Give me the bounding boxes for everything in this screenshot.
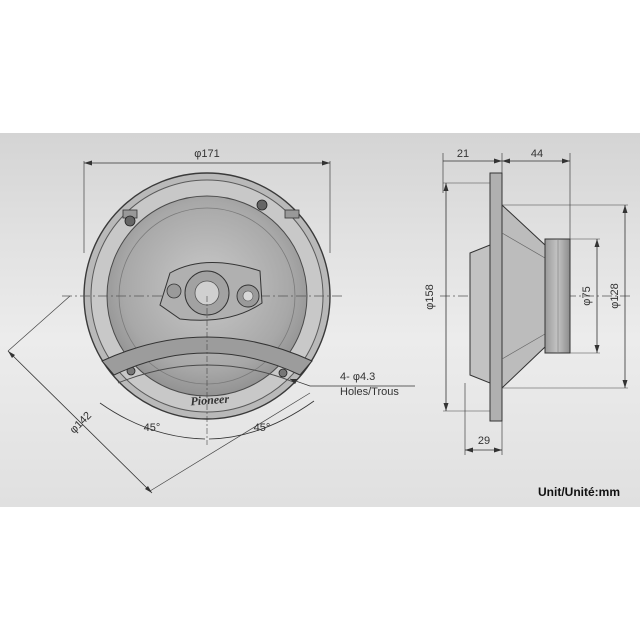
- dim-label-flange-depth: 21: [457, 148, 469, 160]
- side-magnet: [544, 238, 571, 354]
- side-basket: [501, 203, 546, 390]
- dim-line-142: [7, 350, 153, 494]
- dim-label-mount-depth: 29: [478, 435, 490, 447]
- dim-label-cutout-diameter: φ158: [424, 284, 436, 310]
- mount-tab-top-right: [284, 209, 300, 219]
- dim-label-magnet-depth: 44: [531, 148, 543, 160]
- side-tweeter-dome: [242, 290, 254, 302]
- dim-label-basket-diameter: φ128: [609, 283, 621, 309]
- dim-label-angle-right: 45°: [254, 422, 271, 434]
- dim-label-outer-diameter: φ171: [194, 148, 220, 160]
- speaker-dimension-drawing: Pioneer φ171 φ142 45° 45° 4- φ4.3 Holes/…: [7, 148, 630, 494]
- screw-hole-1: [124, 215, 136, 227]
- dim-label-angle-left: 45°: [144, 422, 161, 434]
- side-dimensions: 21 44 φ158 φ75 φ128 29: [424, 148, 628, 455]
- front-view: Pioneer: [62, 172, 342, 420]
- angle-arc-left: [99, 402, 206, 440]
- holes-label-line1: 4- φ4.3: [340, 371, 375, 383]
- dim-label-magnet-diameter: φ75: [581, 286, 593, 305]
- drawing-panel: Pioneer φ171 φ142 45° 45° 4- φ4.3 Holes/…: [0, 133, 640, 507]
- angle-arc-right: [208, 400, 315, 440]
- screw-hole-2: [256, 199, 268, 211]
- small-tweeter: [166, 283, 182, 299]
- lower-grille-band: [101, 336, 313, 376]
- screw-hole-4: [278, 368, 288, 378]
- holes-label-line2: Holes/Trous: [340, 386, 399, 398]
- side-flange: [489, 172, 503, 422]
- unit-label: Unit/Unité:mm: [538, 485, 620, 499]
- side-front-body: [469, 244, 491, 384]
- side-view: [440, 172, 630, 422]
- front-dimensions: φ171 φ142 45° 45° 4- φ4.3 Holes/Trous: [7, 148, 415, 494]
- brand-logo: Pioneer: [190, 392, 230, 409]
